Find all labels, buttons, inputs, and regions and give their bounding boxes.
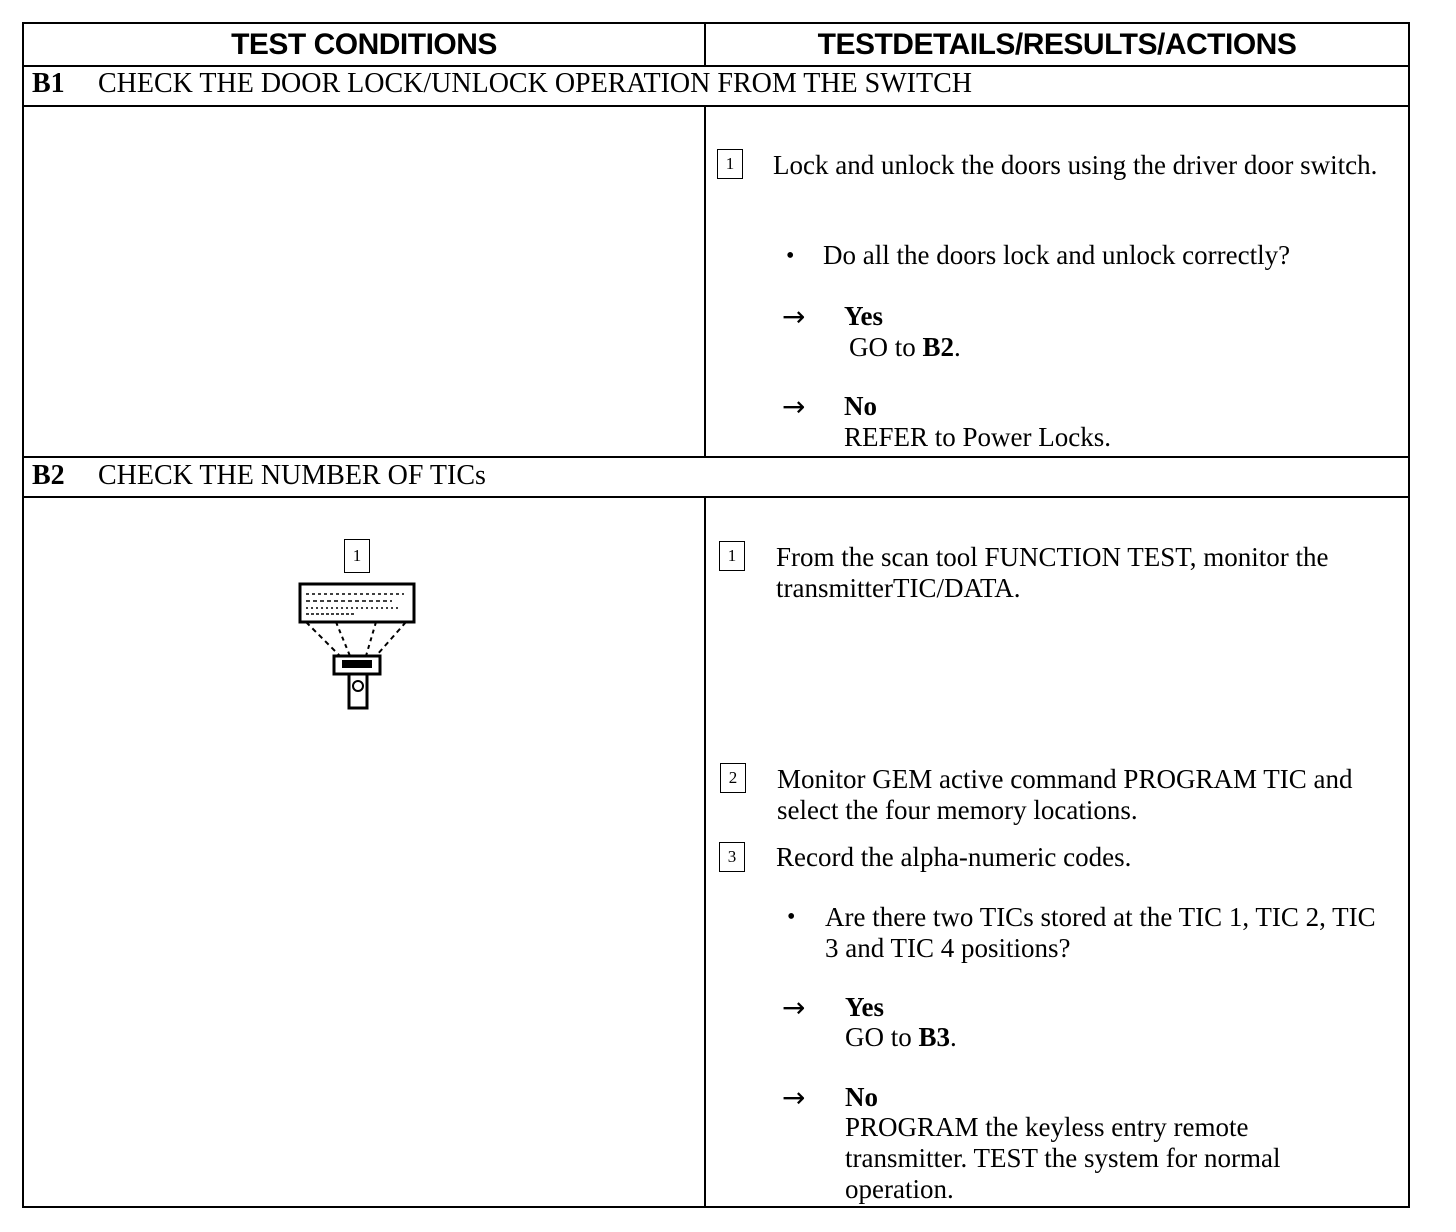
b2-yes-label: Yes bbox=[845, 992, 884, 1022]
b1-no-action: REFER to Power Locks. bbox=[844, 422, 1111, 452]
header-test-conditions: TEST CONDITIONS bbox=[231, 28, 497, 61]
table-left-border bbox=[22, 22, 24, 1208]
b1-no-arrow-icon: → bbox=[782, 390, 806, 423]
b1-id: B1 bbox=[32, 68, 65, 99]
b1-step1-number-box: 1 bbox=[717, 149, 743, 179]
column-divider-header bbox=[704, 22, 706, 66]
b1-title: CHECK THE DOOR LOCK/UNLOCK OPERATION FRO… bbox=[98, 68, 972, 99]
table-top-border bbox=[22, 22, 1410, 24]
b1-bullet: • bbox=[786, 243, 795, 269]
b2-section-title: B2 CHECK THE NUMBER OF TICs bbox=[32, 460, 486, 492]
b2-yes-arrow-icon: → bbox=[782, 991, 806, 1024]
column-divider-b2 bbox=[704, 496, 706, 1208]
b1-yes-action: GO to B2. bbox=[849, 332, 961, 362]
b2-illustration-number-box: 1 bbox=[344, 539, 370, 573]
b2-step3-number-box: 3 bbox=[719, 842, 745, 872]
b1-yes-arrow-icon: → bbox=[782, 300, 806, 333]
table-bottom-border bbox=[22, 1206, 1410, 1208]
b1-title-bottom-border bbox=[22, 105, 1410, 107]
b2-step2-number-box: 2 bbox=[720, 763, 746, 793]
b2-title-bottom-border bbox=[22, 496, 1410, 498]
b2-no-action: PROGRAM the keyless entry remote transmi… bbox=[845, 1112, 1281, 1204]
header-test-details: TESTDETAILS/RESULTS/ACTIONS bbox=[817, 28, 1297, 61]
b1-step1-text: Lock and unlock the doors using the driv… bbox=[773, 150, 1378, 180]
column-divider-b1 bbox=[704, 105, 706, 457]
b2-no-arrow-icon: → bbox=[782, 1081, 806, 1114]
b2-id: B2 bbox=[32, 460, 65, 491]
scan-tool-illustration-icon bbox=[298, 582, 416, 710]
b2-no-label: No bbox=[845, 1082, 878, 1112]
b2-step3-text: Record the alpha-numeric codes. bbox=[776, 842, 1132, 872]
b2-question: Are there two TICs stored at the TIC 1, … bbox=[825, 902, 1376, 963]
b2-step1-text: From the scan tool FUNCTION TEST, monito… bbox=[776, 542, 1329, 603]
b2-yes-action: GO to B3. bbox=[845, 1022, 957, 1052]
header-bottom-border bbox=[22, 65, 1410, 67]
b1-section-title: B1 CHECK THE DOOR LOCK/UNLOCK OPERATION F… bbox=[32, 68, 972, 100]
b1-section-bottom-border bbox=[22, 456, 1410, 458]
b2-step1-number-box: 1 bbox=[719, 541, 745, 571]
b2-title: CHECK THE NUMBER OF TICs bbox=[98, 460, 486, 491]
b1-no-label: No bbox=[844, 391, 877, 421]
b1-question: Do all the doors lock and unlock correct… bbox=[823, 240, 1291, 270]
b2-step2-text: Monitor GEM active command PROGRAM TIC a… bbox=[777, 764, 1353, 825]
table-right-border bbox=[1408, 22, 1410, 1208]
b2-bullet: • bbox=[787, 904, 796, 930]
b1-yes-label: Yes bbox=[844, 301, 883, 331]
